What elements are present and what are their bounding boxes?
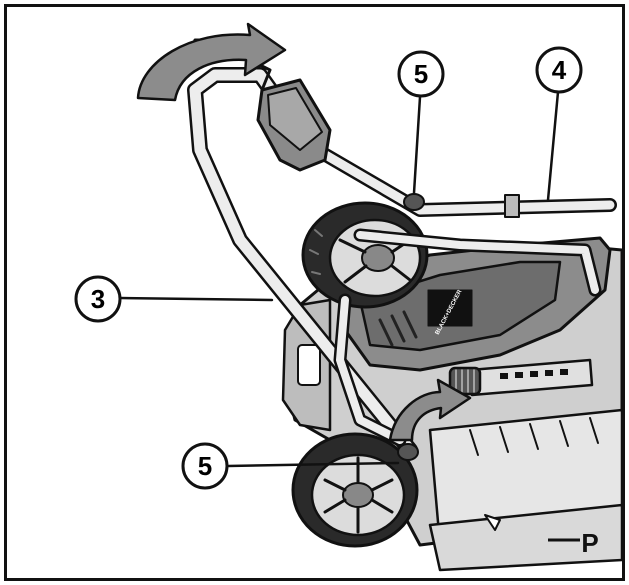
callout-3-label: 3 [91,284,105,314]
callout-5-bottom: 5 [181,442,229,490]
handle-knob-lower [397,443,419,461]
rotation-arrow-bottom [388,378,472,442]
callout-5-top: 5 [397,50,445,98]
callout-5-bottom-label: 5 [198,451,212,481]
callout-3: 3 [74,275,122,323]
height-adjust-bar [448,358,594,397]
handle-knob-upper [403,193,425,211]
callout-leaders [118,90,560,468]
callout-4: 4 [535,46,583,94]
position-letter: P [581,528,598,558]
position-marker: P [548,528,599,558]
mower-handle [187,67,617,458]
callout-4-label: 4 [552,55,567,85]
rear-wheel [301,201,429,309]
rotation-arrow-top [136,22,287,102]
handle-clip [504,194,520,218]
callout-5-top-label: 5 [414,59,428,89]
